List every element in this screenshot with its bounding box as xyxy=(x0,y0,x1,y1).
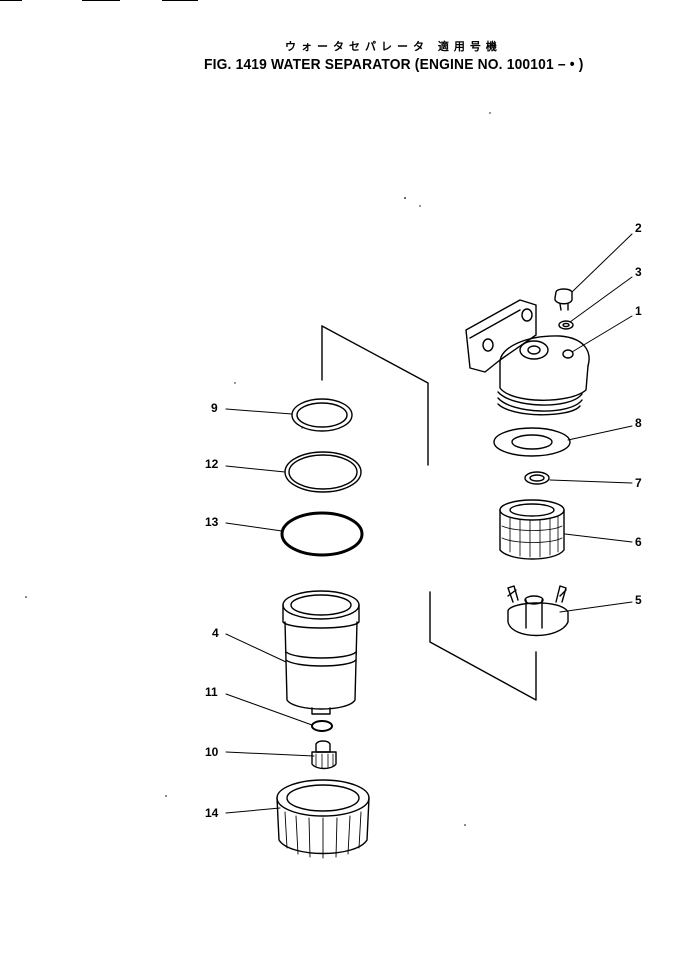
callout-labels: 2 3 1 8 7 6 5 9 12 13 4 11 10 14 xyxy=(205,221,642,820)
assembly-line-lower xyxy=(429,591,537,701)
callout-13: 13 xyxy=(205,515,219,529)
o-ring-small-part xyxy=(311,720,333,732)
element-holder-part xyxy=(507,585,569,637)
ring-upper-part xyxy=(291,398,353,432)
gasket-part xyxy=(493,427,571,457)
callout-3: 3 xyxy=(635,265,642,279)
callout-1: 1 xyxy=(635,304,642,318)
callout-14: 14 xyxy=(205,806,219,820)
callout-12: 12 xyxy=(205,457,219,471)
o-ring-large-part xyxy=(280,511,364,557)
callout-2: 2 xyxy=(635,221,642,235)
element-part xyxy=(499,499,565,560)
callout-5: 5 xyxy=(635,593,642,607)
callout-10: 10 xyxy=(205,745,219,759)
ring-part xyxy=(524,471,550,485)
plug-part xyxy=(554,288,573,311)
callout-4: 4 xyxy=(212,626,219,640)
bowl-part xyxy=(282,590,360,715)
corner-mark xyxy=(162,0,198,1)
assembly-line-upper-diag xyxy=(321,325,429,466)
head-part xyxy=(465,299,590,416)
callout-7: 7 xyxy=(635,476,642,490)
retaining-nut-part xyxy=(276,779,370,859)
callout-6: 6 xyxy=(635,535,642,549)
figure-title: FIG. 1419 WATER SEPARATOR (ENGINE NO. 10… xyxy=(204,56,584,73)
drain-plug-part xyxy=(311,740,337,770)
callout-9: 9 xyxy=(211,401,218,415)
washer-part xyxy=(558,320,574,330)
figure-title-japanese: ウォータセパレータ 適用号機 xyxy=(285,40,502,53)
callout-11: 11 xyxy=(205,685,218,699)
ring-middle-part xyxy=(284,451,362,493)
corner-mark xyxy=(0,0,22,1)
callout-8: 8 xyxy=(635,416,642,430)
corner-mark xyxy=(82,0,120,1)
